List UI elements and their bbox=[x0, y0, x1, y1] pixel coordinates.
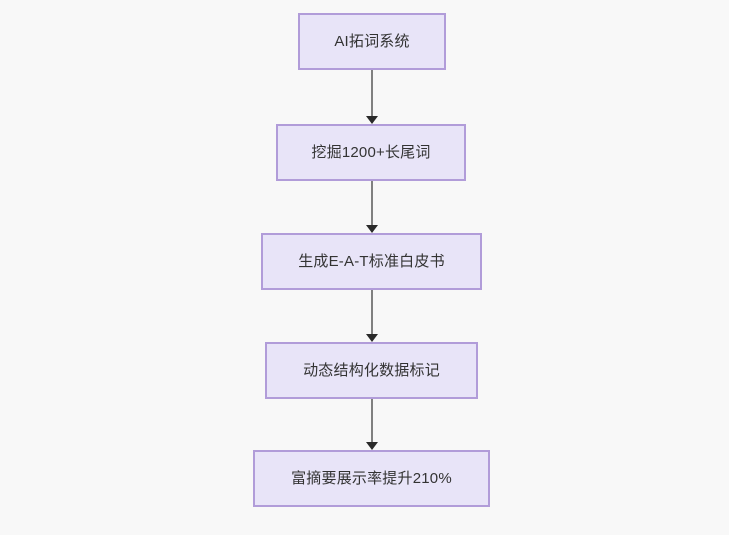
connector-arrow-4 bbox=[360, 399, 384, 450]
arrowhead-icon bbox=[366, 442, 378, 450]
connector-arrow-3 bbox=[360, 290, 384, 342]
flowchart-node-label: 富摘要展示率提升210% bbox=[291, 469, 452, 487]
connector-line bbox=[371, 399, 373, 443]
connector-line bbox=[371, 70, 373, 117]
connector-arrow-1 bbox=[360, 70, 384, 124]
flowchart-node-label: AI拓词系统 bbox=[334, 32, 410, 50]
flowchart-node-rich-snippet-result[interactable]: 富摘要展示率提升210% bbox=[253, 450, 490, 507]
connector-arrow-2 bbox=[360, 181, 384, 233]
flowchart-node-ai-keyword-system[interactable]: AI拓词系统 bbox=[298, 13, 446, 70]
arrowhead-icon bbox=[366, 116, 378, 124]
flowchart-node-label: 挖掘1200+长尾词 bbox=[311, 143, 431, 161]
arrowhead-icon bbox=[366, 334, 378, 342]
flowchart-node-label: 动态结构化数据标记 bbox=[303, 361, 440, 379]
flowchart-node-eat-whitepaper[interactable]: 生成E-A-T标准白皮书 bbox=[261, 233, 482, 290]
flowchart-node-label: 生成E-A-T标准白皮书 bbox=[298, 252, 445, 270]
flowchart-node-structured-data-markup[interactable]: 动态结构化数据标记 bbox=[265, 342, 478, 399]
flowchart-node-longtail-mining[interactable]: 挖掘1200+长尾词 bbox=[276, 124, 466, 181]
connector-line bbox=[371, 181, 373, 226]
arrowhead-icon bbox=[366, 225, 378, 233]
connector-line bbox=[371, 290, 373, 335]
